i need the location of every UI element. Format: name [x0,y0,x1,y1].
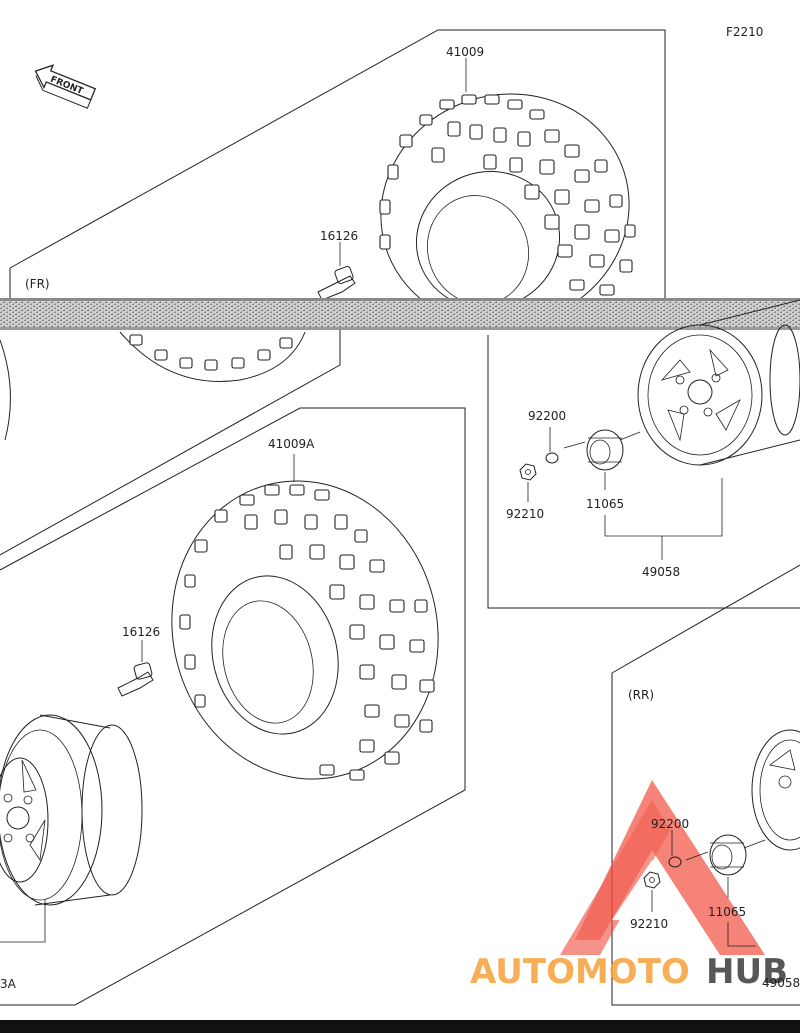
label-wheel-rear-left-partial: 3A [0,977,17,991]
rear-washer [668,856,682,868]
label-washer-front: 92200 [528,409,566,423]
rear-tire [171,480,439,781]
label-wheel-front: 49058 [642,565,680,579]
label-valve-front: 16126 [320,229,358,243]
label-cap-rear: 11065 [708,905,746,919]
label-nut-rear: 92210 [630,917,668,931]
scan-tear-band [0,298,800,330]
rear-right-wheel [751,729,800,851]
watermark-text-part1: AUTOMOTO [470,952,690,992]
label-cap-front: 11065 [586,497,624,511]
watermark-text-part2: HUB [706,952,788,992]
rear-valve-stem [117,662,154,697]
rear-nut [643,871,661,889]
front-valve-stem [317,266,356,301]
front-washer [545,452,559,464]
section-label-rear: (RR) [628,688,654,702]
label-valve-rear: 16126 [122,625,160,639]
label-nut-front: 92210 [506,507,544,521]
label-wheel-rear-partial: 49058 [762,976,800,990]
front-direction-badge: FRONT [34,64,97,109]
front-wheel [637,299,800,466]
front-tire [379,93,636,327]
front-tire-lower-fragment [0,331,306,441]
label-tire-rear: 41009A [268,437,315,451]
rear-hub-cap [709,834,747,876]
rear-section-outline [0,407,800,1006]
rear-left-wheel [0,714,143,906]
label-washer-rear: 92200 [651,817,689,831]
automotohub-watermark: AUTOMOTO HUB [470,780,788,992]
section-label-front: (FR) [25,277,50,291]
front-nut [519,463,537,481]
front-section-outline [0,29,800,609]
figure-code: F2210 [726,25,763,39]
label-tire-front: 41009 [446,45,484,59]
front-hub-cap [586,429,624,471]
bottom-border-bar [0,1020,800,1033]
